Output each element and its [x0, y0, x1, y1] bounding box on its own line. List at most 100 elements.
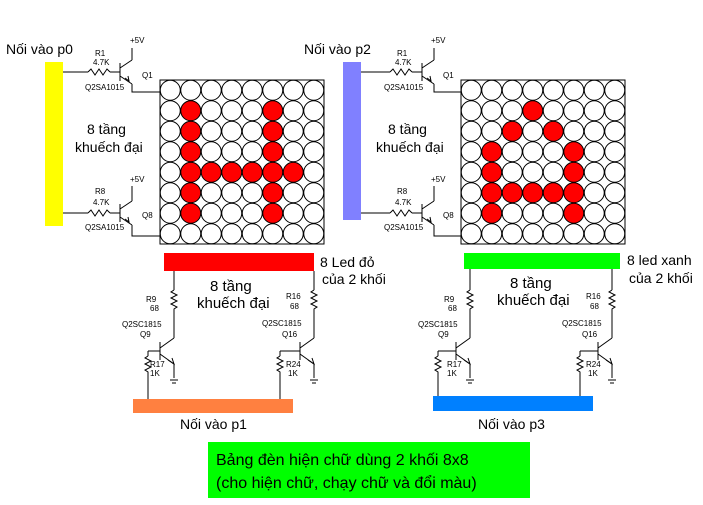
right-top-part: Q2SA1015: [384, 83, 424, 92]
right-top-transistor: +5V R1 4.7K Q1 Q2SA1015: [361, 36, 461, 93]
left-led-r3-c7: [303, 141, 325, 163]
left-led-r7-c5: [262, 223, 284, 245]
right-led-r0-c0: [460, 79, 482, 101]
right-led-r1-c2: [501, 100, 523, 122]
left-led-r3-c1: [180, 141, 202, 163]
right-port-label: Nối vào p2: [304, 41, 371, 57]
left-led-r6-c6: [282, 202, 304, 224]
right-bottom-resistor-value: 4.7K: [395, 198, 412, 207]
left-led-r1-c2: [200, 100, 222, 122]
right-bottom-port-bar: [433, 396, 593, 411]
left-led-r5-c1: [180, 182, 202, 204]
left-led-r7-c4: [241, 223, 263, 245]
left-led-r1-c0: [159, 100, 181, 122]
left-led-r1-c7: [303, 100, 325, 122]
right-led-r3-c7: [604, 141, 626, 163]
right-bottom-part: Q2SA1015: [384, 223, 424, 232]
right-led-r2-c0: [460, 120, 482, 142]
left-q16-base-value: 1K: [288, 369, 298, 378]
right-led-r7-c6: [583, 223, 605, 245]
right-col-driver-label-1: 8 tầng: [388, 121, 427, 137]
left-q9-base-value: 1K: [150, 369, 160, 378]
left-led-r4-c1: [180, 161, 202, 183]
right-led-r4-c4: [542, 161, 564, 183]
left-q9-transistor: Q9: [140, 330, 151, 339]
right-q16-part: Q2SC1815: [562, 319, 602, 328]
right-led-r5-c3: [522, 182, 544, 204]
left-q9-resistor-value: 68: [150, 304, 159, 313]
right-q16-transistor: Q16: [582, 330, 598, 339]
left-led-r5-c2: [200, 182, 222, 204]
left-q16-resistor-value: 68: [290, 302, 299, 311]
left-q9-base-resistor: R17: [150, 360, 165, 369]
right-led-r1-c4: [542, 100, 564, 122]
right-led-r3-c2: [501, 141, 523, 163]
left-led-r2-c5: [262, 120, 284, 142]
caption-line-1: Bảng đèn hiện chữ dùng 2 khối 8x8: [216, 452, 469, 469]
right-led-r7-c3: [522, 223, 544, 245]
left-bottom-port-bar: [133, 399, 293, 413]
right-led-r5-c7: [604, 182, 626, 204]
right-row-driver-label-2: khuếch đại: [497, 292, 570, 309]
right-led-r3-c3: [522, 141, 544, 163]
right-led-r0-c1: [481, 79, 503, 101]
right-led-r6-c1: [481, 202, 503, 224]
left-led-r0-c0: [159, 79, 181, 101]
right-bottom-transistor: +5V R8 4.7K Q8 Q2SA1015: [361, 175, 461, 237]
left-top-transistor-name: Q1: [142, 71, 153, 80]
left-led-r0-c4: [241, 79, 263, 101]
left-led-r3-c0: [159, 141, 181, 163]
right-led-r0-c4: [542, 79, 564, 101]
caption-box: Bảng đèn hiện chữ dùng 2 khối 8x8 (cho h…: [208, 442, 530, 498]
right-led-r3-c1: [481, 141, 503, 163]
left-led-r4-c3: [221, 161, 243, 183]
left-led-r2-c6: [282, 120, 304, 142]
right-circuit: Nối vào p2 +5V R1 4.7K Q1 Q2SA1015 +5V R…: [304, 36, 693, 432]
right-led-r7-c5: [563, 223, 585, 245]
right-q9-transistor: Q9: [438, 330, 449, 339]
left-row-driver-label-2: khuếch đại: [197, 295, 270, 312]
left-col-driver-label-1: 8 tầng: [87, 121, 126, 137]
right-bottom-port-label: Nối vào p3: [478, 416, 545, 432]
left-led-r1-c5: [262, 100, 284, 122]
right-led-r1-c0: [460, 100, 482, 122]
right-row-bar-label-2: của 2 khối: [629, 270, 693, 286]
left-top-resistor-value: 4.7K: [93, 58, 110, 67]
left-q9-resistor: R9: [146, 295, 157, 304]
right-led-r5-c2: [501, 182, 523, 204]
right-led-r4-c1: [481, 161, 503, 183]
right-led-r4-c5: [563, 161, 585, 183]
left-led-r6-c2: [200, 202, 222, 224]
left-led-r5-c7: [303, 182, 325, 204]
left-q16-resistor: R16: [286, 292, 301, 301]
right-led-r4-c6: [583, 161, 605, 183]
left-led-r2-c0: [159, 120, 181, 142]
left-row-bar: [164, 253, 314, 271]
right-led-r7-c0: [460, 223, 482, 245]
right-led-r1-c1: [481, 100, 503, 122]
right-led-r7-c4: [542, 223, 564, 245]
right-led-r5-c4: [542, 182, 564, 204]
left-top-vcc: +5V: [130, 36, 145, 45]
right-top-resistor: R1: [397, 49, 408, 58]
right-bottom-vcc: +5V: [431, 175, 446, 184]
left-top-resistor: R1: [95, 49, 106, 58]
left-led-r2-c7: [303, 120, 325, 142]
left-bottom-transistor-name: Q8: [142, 211, 153, 220]
left-led-r0-c6: [282, 79, 304, 101]
right-q9-part: Q2SC1815: [418, 320, 458, 329]
right-led-r6-c5: [563, 202, 585, 224]
right-led-r2-c2: [501, 120, 523, 142]
right-led-r4-c0: [460, 161, 482, 183]
right-led-r6-c0: [460, 202, 482, 224]
left-led-r5-c4: [241, 182, 263, 204]
right-port-bar: [343, 62, 361, 220]
left-row-driver-q16: R16 68 Q2SC1815 Q16 R24 1K: [262, 271, 319, 400]
left-led-r6-c7: [303, 202, 325, 224]
left-top-part: Q2SA1015: [85, 83, 125, 92]
left-led-r7-c2: [200, 223, 222, 245]
right-col-driver-label-2: khuếch đại: [376, 139, 444, 155]
right-led-r2-c7: [604, 120, 626, 142]
left-bottom-vcc: +5V: [130, 175, 145, 184]
left-led-r0-c1: [180, 79, 202, 101]
